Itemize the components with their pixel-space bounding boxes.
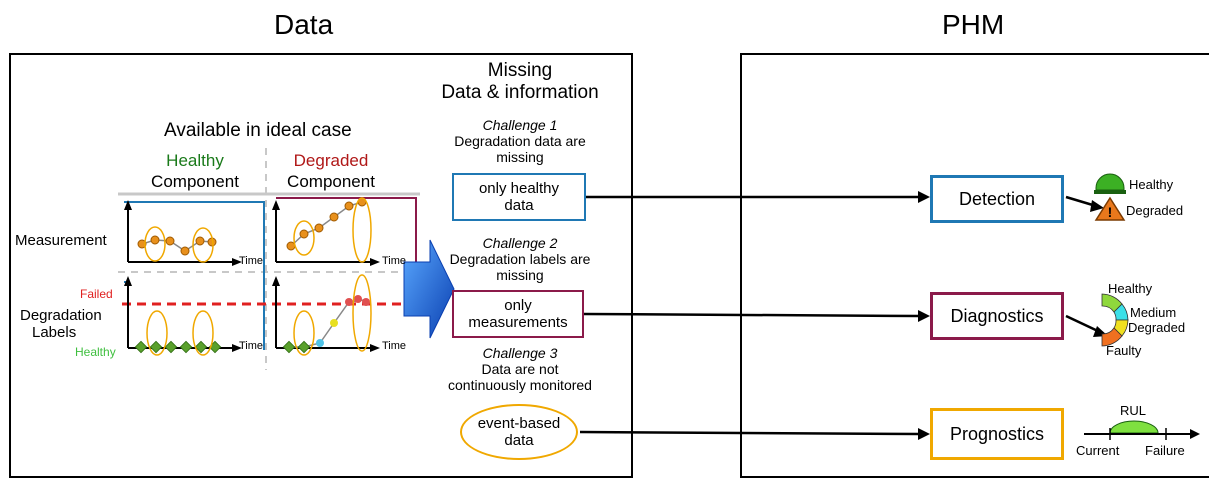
only-healthy-data-line2: data [504, 197, 534, 214]
available-title: Available in ideal case [164, 120, 352, 141]
healthy-column-subtitle: Component [151, 172, 239, 191]
detection-label: Detection [958, 188, 1036, 209]
measurement-point [180, 246, 190, 256]
measurement-point [150, 235, 160, 245]
time-axis-label: Time [239, 340, 264, 352]
measurement-point [314, 223, 324, 233]
diagnostics-gauge-icon [1101, 293, 1129, 347]
measurement-point [329, 212, 339, 222]
rul-timeline-icon [1084, 420, 1200, 440]
failed-label: Failed [80, 287, 113, 301]
prognostics-label: Prognostics [949, 423, 1045, 444]
svg-text:!: ! [1108, 204, 1113, 220]
challenge-1-description-line2: missing [496, 149, 544, 165]
plot-healthy-measurement [124, 200, 242, 266]
label-point [354, 295, 362, 303]
label-point [149, 340, 163, 354]
measurement-point [165, 236, 175, 246]
time-axis-label: Time [382, 255, 407, 267]
diagnostics-label: Diagnostics [950, 305, 1044, 326]
challenge-3-title: Challenge 3 [482, 345, 558, 361]
degraded-column-title: Degraded [293, 151, 369, 170]
challenge-3-description-line1: Data are not [481, 361, 559, 377]
labels-row-label-line2: Labels [32, 324, 77, 341]
only-measurements-line2: measurements [468, 314, 568, 331]
only-healthy-data-line1: only healthy [478, 179, 560, 197]
detection-healthy-label: Healthy [1129, 177, 1174, 192]
label-point [164, 340, 178, 354]
transition-arrow [403, 239, 455, 339]
phm-heading: PHM [942, 9, 1005, 40]
time-axis-label: Time [382, 340, 407, 352]
detection-degraded-label: Degraded [1126, 203, 1184, 218]
missing-heading-line1: Missing [487, 60, 553, 81]
measurement-point [137, 239, 147, 249]
plot-healthy-labels [124, 276, 242, 356]
measurement-bracket [276, 197, 417, 265]
current-label: Current [1076, 443, 1120, 458]
failure-label: Failure [1145, 443, 1185, 458]
label-point [316, 339, 324, 347]
detection-box: Detection [930, 175, 1064, 223]
diagnostics-connector [583, 312, 921, 318]
label-point [330, 319, 338, 327]
healthy-label: Healthy [75, 345, 116, 359]
label-point [282, 340, 296, 354]
event-based-data-line2: data [504, 432, 534, 449]
label-point [345, 298, 353, 306]
challenge-3-description-line2: continuously monitored [448, 377, 592, 393]
label-point [179, 340, 193, 354]
label-point [297, 340, 311, 354]
gauge-faulty-label: Faulty [1106, 343, 1142, 358]
labels-row-label-line1: Degradation [20, 307, 102, 324]
gauge-degraded-label: Degraded [1128, 320, 1186, 335]
prognostics-connector [579, 430, 921, 436]
prognostics-box: Prognostics [930, 408, 1064, 460]
data-heading: Data [274, 9, 334, 40]
healthy-column-title: Healthy [166, 151, 224, 170]
missing-heading-line2: Data & information [441, 82, 599, 103]
measurement-point [344, 201, 354, 211]
time-axis-label: Time [239, 255, 264, 267]
challenge-1-title: Challenge 1 [482, 117, 558, 133]
rul-label: RUL [1120, 403, 1147, 418]
event-based-data-line1: event-based [477, 414, 561, 432]
gauge-medium-label: Medium [1130, 305, 1177, 320]
only-measurements-line1: only [504, 296, 532, 314]
measurement-point [195, 236, 205, 246]
healthy-bell-icon [1095, 173, 1125, 191]
warning-icon [1094, 196, 1126, 221]
diagnostics-box: Diagnostics [930, 292, 1064, 340]
challenge-1-description-line1: Degradation data are [454, 133, 586, 149]
detection-icons: ! [1094, 173, 1126, 221]
label-point [194, 340, 208, 354]
challenge-2-title: Challenge 2 [482, 235, 558, 251]
plot-degraded-labels [272, 274, 380, 356]
challenge-2-description-line2: missing [496, 267, 544, 283]
degraded-column-subtitle: Component [287, 172, 375, 191]
challenge-2-description-line1: Degradation labels are [449, 251, 591, 267]
label-point [362, 298, 370, 306]
label-point [134, 340, 148, 354]
plot-degraded-measurement [272, 197, 380, 266]
data-grid-graphics [118, 148, 455, 370]
healthy-bracket [124, 201, 265, 350]
gauge-healthy-label: Healthy [1108, 281, 1153, 296]
measurement-point [299, 229, 309, 239]
measurement-row-label: Measurement [15, 232, 107, 249]
